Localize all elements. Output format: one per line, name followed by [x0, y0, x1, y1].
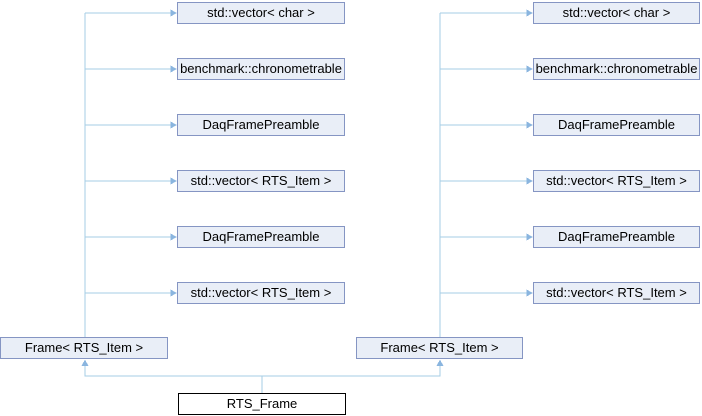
- node-std-vector-char-left[interactable]: std::vector< char >: [177, 2, 345, 24]
- node-daqframepreamble-right-2[interactable]: DaqFramePreamble: [533, 226, 700, 248]
- node-frame-rts-item-left[interactable]: Frame< RTS_Item >: [0, 337, 168, 359]
- edges-usage-right: [439, 9, 533, 337]
- node-std-vector-rts-item-left-1[interactable]: std::vector< RTS_Item >: [177, 170, 345, 192]
- node-daqframepreamble-left-2[interactable]: DaqFramePreamble: [177, 226, 345, 248]
- node-benchmark-chronometrable-right[interactable]: benchmark::chronometrable: [533, 58, 700, 80]
- edges-inheritance: [81, 359, 444, 393]
- node-daqframepreamble-right-1[interactable]: DaqFramePreamble: [533, 114, 700, 136]
- node-frame-rts-item-right[interactable]: Frame< RTS_Item >: [356, 337, 523, 359]
- node-std-vector-char-right[interactable]: std::vector< char >: [533, 2, 700, 24]
- node-daqframepreamble-left-1[interactable]: DaqFramePreamble: [177, 114, 345, 136]
- edges-usage-left: [84, 9, 177, 337]
- node-benchmark-chronometrable-left[interactable]: benchmark::chronometrable: [177, 58, 345, 80]
- node-std-vector-rts-item-left-2[interactable]: std::vector< RTS_Item >: [177, 282, 345, 304]
- node-rts-frame: RTS_Frame: [178, 393, 346, 415]
- node-std-vector-rts-item-right-2[interactable]: std::vector< RTS_Item >: [533, 282, 700, 304]
- node-std-vector-rts-item-right-1[interactable]: std::vector< RTS_Item >: [533, 170, 700, 192]
